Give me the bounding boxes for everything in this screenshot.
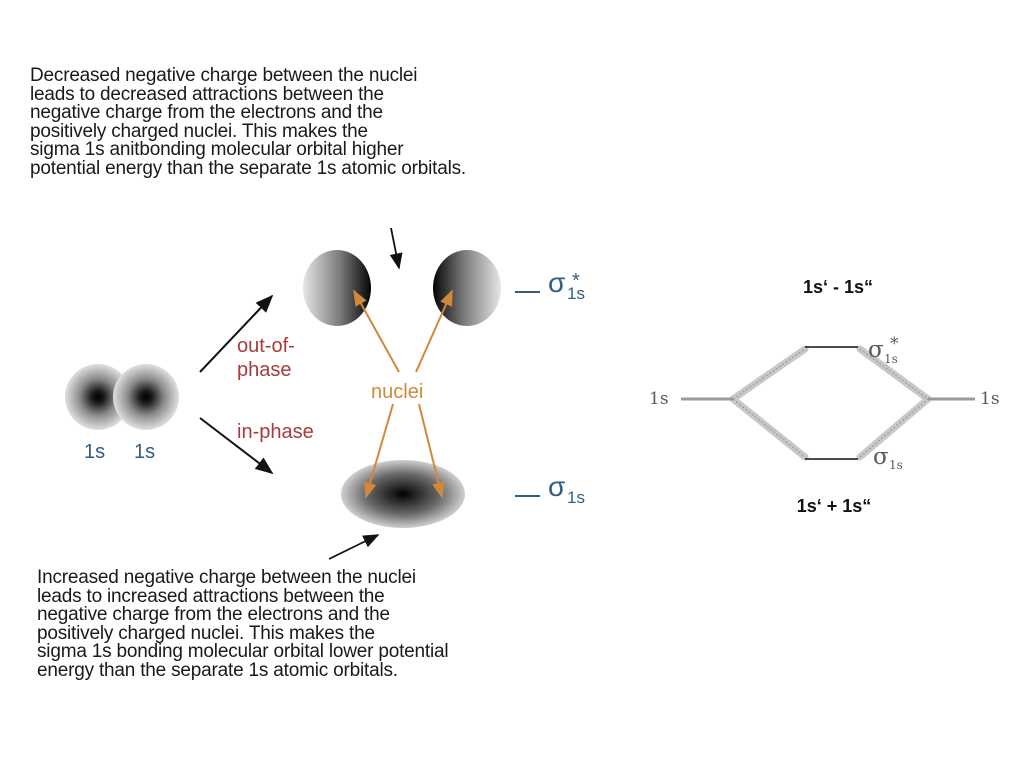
right-bonding-sigma-subscript: 1s [889,458,903,472]
out-of-phase-label-line2: phase [237,359,292,381]
right-right-1s-label: 1s [980,389,1000,409]
bonding-sigma-label: σ [548,471,565,502]
in-phase-arrow [199,417,274,475]
right-left-1s-label: 1s [649,389,669,409]
nuclei-label-background [368,377,438,403]
right-antibonding-sigma-subscript: 1s [884,352,898,366]
bonding-sigma-subscript: 1s [567,488,585,507]
antibonding-sigma-star: * [572,270,580,292]
right-bonding-sigma-label: σ [873,444,889,470]
right-antibonding-sigma-star: * [890,334,899,354]
nuclei-arrow-to-bonding-right [418,403,445,499]
antibonding-explanation-text: Decreased negative charge between the nu… [30,65,466,179]
atomic-orbital-1s-right [113,364,179,430]
atomic-label-1s-left: 1s [84,441,105,463]
atomic-orbital-1s-left [65,364,131,430]
antibonding-lobe-right [433,250,501,326]
bonding-orbital [341,460,465,528]
nuclei-arrow-to-antibonding-right [415,289,453,373]
in-phase-label: in-phase [237,421,314,443]
nuclei-arrow-to-antibonding-left [353,289,400,373]
antibonding-sigma-label: σ [548,267,565,298]
correlation-lines [729,345,932,461]
antibonding-lobe-left [303,250,371,326]
right-top-title: 1s‘ - 1s“ [803,277,873,297]
top-paragraph-pointer-arrow [389,227,403,270]
nuclei-label: nuclei [371,381,423,403]
atomic-label-1s-right: 1s [134,441,155,463]
bottom-paragraph-pointer-arrow [328,534,380,560]
out-of-phase-label-line1: out-of- [237,335,295,357]
out-of-phase-arrow [199,294,274,373]
right-antibonding-sigma-label: σ [868,337,884,363]
bonding-explanation-text: Increased negative charge between the nu… [37,567,449,681]
antibonding-sigma-subscript: 1s [567,284,585,303]
right-bottom-title: 1s‘ + 1s“ [797,496,872,516]
nuclei-arrow-to-bonding-left [363,403,394,499]
